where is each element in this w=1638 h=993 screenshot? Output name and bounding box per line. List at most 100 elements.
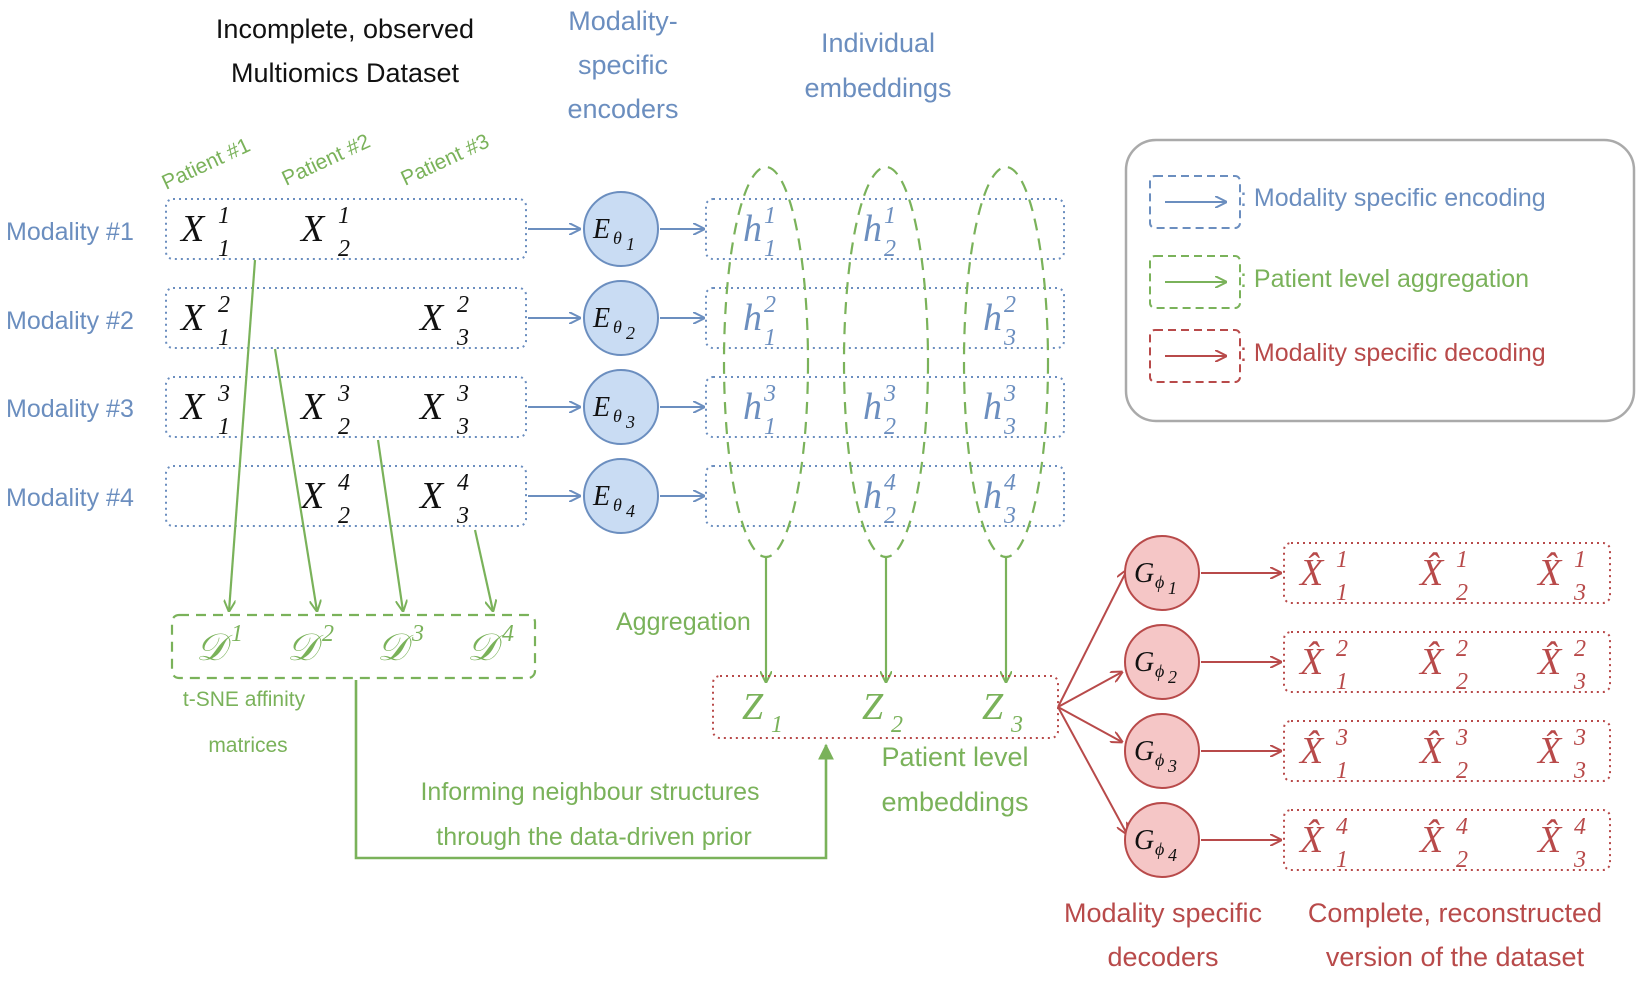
encoder-main: E — [592, 392, 610, 423]
encoder-circle-1 — [583, 191, 659, 267]
cell-sup: 1 — [218, 203, 230, 229]
decoder-sub: ϕ — [1155, 839, 1164, 859]
cell-sub: 3 — [456, 325, 469, 351]
embedding-cell: h 2 3 — [983, 292, 1016, 351]
modality-label-4: Modality #4 — [6, 484, 134, 512]
observed-cell: X 3 3 — [418, 381, 469, 440]
decoder-main: G — [1134, 558, 1154, 589]
legend-item-aggregation: : Patient level aggregation — [1149, 255, 1529, 309]
reconstruction-cell: X̂ 4 2 — [1418, 814, 1468, 873]
observed-cell: X 4 2 — [299, 470, 350, 529]
modality-label-3: Modality #3 — [6, 395, 134, 423]
decoder-main: G — [1134, 736, 1154, 767]
legend-text: : Modality specific decoding — [1240, 339, 1546, 367]
encoder-sub: θ — [613, 406, 622, 426]
cell-main: h — [743, 208, 762, 250]
legend-swatch-box — [1149, 255, 1241, 309]
reconstruction-cell: X̂ 1 3 — [1536, 547, 1586, 606]
cell-main: X̂ — [1298, 552, 1325, 594]
cell-sub: 3 — [456, 503, 469, 529]
latent-main: Z — [982, 686, 1004, 728]
affinity-label-line-1: t-SNE affinity — [183, 688, 306, 711]
reconstructed-title-line-2: version of the dataset — [1326, 942, 1585, 972]
modality-label-1: Modality #1 — [6, 218, 134, 246]
patient-header-3: Patient #3 — [397, 130, 492, 191]
cell-sub: 3 — [1573, 847, 1586, 873]
cell-main: X — [418, 297, 445, 339]
cell-sub: 3 — [1573, 758, 1586, 784]
observed-row-box-1 — [165, 198, 527, 260]
cell-sub: 2 — [338, 503, 350, 529]
embedding-cell: h 1 1 — [743, 203, 776, 262]
cell-main: X — [179, 208, 206, 250]
legend-text: : Modality specific encoding — [1240, 184, 1546, 212]
latent-main: Z — [742, 686, 764, 728]
reconstruction-cell: X̂ 3 1 — [1298, 725, 1348, 784]
affinity-sup: 3 — [411, 621, 424, 647]
cell-sup: 2 — [764, 292, 776, 318]
cell-sub: 3 — [1003, 325, 1016, 351]
affinity-arrow — [273, 348, 317, 611]
cell-sup: 3 — [1573, 725, 1586, 751]
decoder-subsub: 4 — [1168, 845, 1177, 865]
cell-sub: 3 — [1573, 669, 1586, 695]
decoder-subsub: 1 — [1168, 578, 1177, 598]
encoder-arrows-in — [528, 229, 580, 496]
cell-main: X — [418, 475, 445, 517]
cell-sub: 1 — [764, 325, 776, 351]
encoders-title-line-2: specific — [578, 50, 668, 80]
latent-sub: 3 — [1010, 712, 1023, 738]
decoders-title-line-2: decoders — [1107, 942, 1218, 972]
reconstruction-cells: X̂ 1 1 X̂ 1 2 X̂ 1 3 X̂ 2 1 X̂ 2 — [1298, 547, 1586, 873]
decoder-fan-arrow — [1057, 672, 1122, 708]
embedding-cell: h 3 3 — [983, 381, 1016, 440]
cell-sup: 1 — [1574, 547, 1586, 573]
observed-cell: X 3 2 — [299, 381, 350, 440]
cell-main: X̂ — [1418, 552, 1445, 594]
reconstruction-cell: X̂ 2 2 — [1418, 636, 1468, 695]
cell-main: X̂ — [1298, 641, 1325, 683]
reconstruction-cell: X̂ 3 2 — [1418, 725, 1468, 784]
cell-main: h — [863, 475, 882, 517]
decoder-subsub: 2 — [1168, 667, 1177, 687]
cell-sup: 3 — [217, 381, 230, 407]
embedding-cell: h 3 2 — [863, 381, 896, 440]
encoders-title-line-1: Modality- — [568, 6, 678, 36]
cell-sup: 3 — [883, 381, 896, 407]
encoder-main: E — [592, 303, 610, 334]
affinity-sup: 1 — [231, 621, 243, 647]
reconstruction-cell: X̂ 1 2 — [1418, 547, 1468, 606]
cell-sub: 3 — [456, 414, 469, 440]
cell-sup: 4 — [1004, 470, 1016, 496]
encoder-subsub: 2 — [626, 323, 635, 343]
modality-label-2: Modality #2 — [6, 307, 134, 335]
affinity-symbol: 𝒟 — [287, 627, 324, 669]
patient-header-2: Patient #2 — [278, 130, 373, 191]
cell-sub: 1 — [764, 414, 776, 440]
cell-sub: 1 — [218, 325, 230, 351]
affinity-item: 𝒟 4 — [467, 621, 514, 669]
cell-sup: 2 — [218, 292, 230, 318]
cell-sup: 1 — [1336, 547, 1348, 573]
affinity-sup: 2 — [322, 621, 334, 647]
patient-header-1: Patient #1 — [158, 134, 253, 195]
affinity-items: 𝒟 1 𝒟 2 𝒟 3 𝒟 4 — [196, 621, 514, 669]
decoder-main: G — [1134, 647, 1154, 678]
encoder-node: E θ 2 — [583, 280, 659, 356]
cell-main: X — [179, 297, 206, 339]
reconstruction-row-box-4 — [1283, 809, 1611, 871]
encoder-main: E — [592, 481, 610, 512]
cell-sub: 2 — [884, 414, 896, 440]
decoder-circle-2 — [1124, 624, 1200, 700]
observed-cell: X 1 2 — [299, 203, 350, 262]
affinity-item: 𝒟 2 — [287, 621, 334, 669]
cell-sup: 3 — [1335, 725, 1348, 751]
encoder-circle-2 — [583, 280, 659, 356]
cell-main: X — [179, 386, 206, 428]
prior-label-line-2: through the data-driven prior — [436, 823, 751, 851]
observed-row-box-3 — [165, 376, 527, 438]
cell-sup: 1 — [338, 203, 350, 229]
cell-sup: 3 — [456, 381, 469, 407]
cell-sub: 1 — [764, 236, 776, 262]
affinity-arrow — [229, 259, 257, 611]
